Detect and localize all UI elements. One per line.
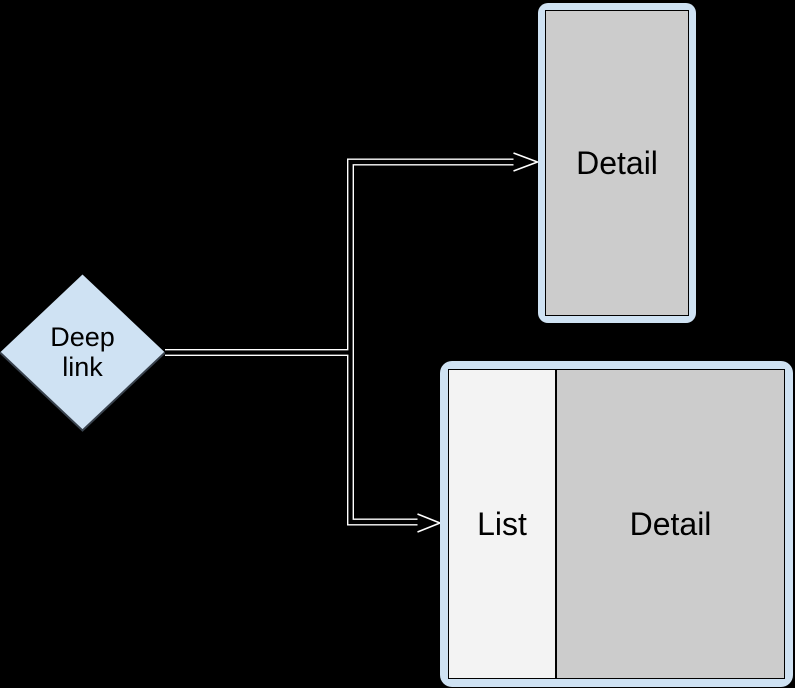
tablet-list-pane-label: List [477,505,527,542]
connector-branch-down-outline [347,352,419,526]
tablet-device-frame: List Detail [440,361,793,687]
diamond-lower-edge-shading [0,351,166,432]
arrowhead-to-list-detail-screen [417,513,443,533]
phone-detail-pane-label: Detail [576,144,658,181]
connector-branch-up-core [348,159,515,353]
arrowhead-to-detail-screen [513,152,540,172]
tablet-list-pane: List [449,370,557,678]
phone-screen: Detail [545,10,689,316]
phone-detail-pane: Detail [546,11,688,315]
tablet-detail-pane-label: Detail [629,505,712,542]
connector-branch-up-outline [347,158,514,353]
phone-device-frame: Detail [538,3,696,323]
connector-branch-down-core [348,352,419,525]
tablet-screen: List Detail [448,369,785,679]
deep-link-label: Deep link [50,322,115,382]
tablet-detail-pane: Detail [557,370,784,678]
